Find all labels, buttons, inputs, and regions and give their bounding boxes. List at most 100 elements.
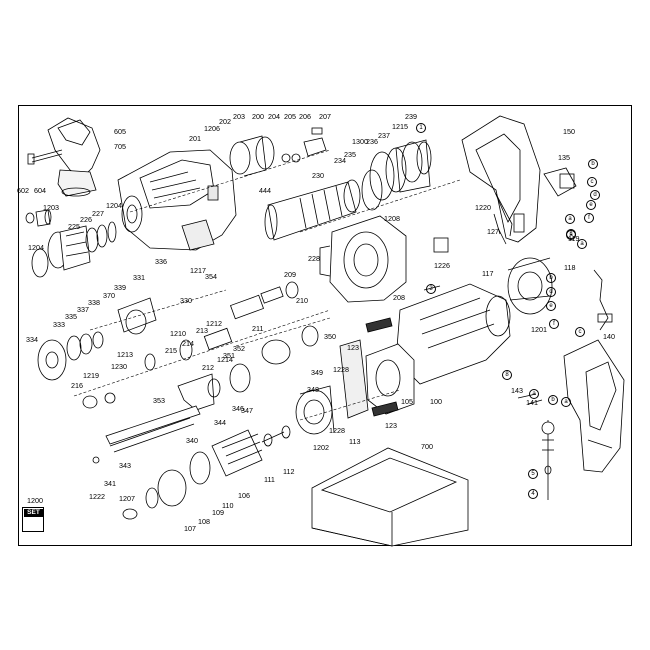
callout-label: 100 xyxy=(430,397,442,406)
callout-label: 351 xyxy=(223,351,235,360)
armature-part xyxy=(122,425,291,520)
callout-label: 205 xyxy=(284,112,296,121)
callout-label: 350 xyxy=(324,332,336,341)
brush-holder-part xyxy=(507,257,613,331)
callout-label: a xyxy=(529,389,539,399)
callout-label: 346 xyxy=(232,404,244,413)
callout-label: 206 xyxy=(299,112,311,121)
callout-label: 338 xyxy=(88,298,100,307)
callout-label: 236 xyxy=(366,137,378,146)
callout-label: c xyxy=(575,327,585,337)
callout-label: 336 xyxy=(155,257,167,266)
callout-label: 1215 xyxy=(392,122,408,131)
callout-label: d xyxy=(546,287,556,297)
callout-label: 235 xyxy=(344,150,356,159)
callout-label: 8 xyxy=(502,370,512,380)
callout-label: 347 xyxy=(241,406,253,415)
callout-label: 107 xyxy=(184,524,196,533)
callout-label: 227 xyxy=(92,209,104,218)
callout-label: 4 xyxy=(528,489,538,499)
callout-label: 344 xyxy=(214,418,226,427)
callout-label: 209 xyxy=(284,270,296,279)
callout-label: 349 xyxy=(311,368,323,377)
callout-label: 1201 xyxy=(531,325,547,334)
callout-label: 353 xyxy=(153,396,165,405)
callout-label: 340 xyxy=(186,436,198,445)
callout-label: 200 xyxy=(252,112,264,121)
callout-label: 330 xyxy=(180,296,192,305)
callout-label: 1220 xyxy=(475,203,491,212)
callout-label: 3 xyxy=(426,284,436,294)
callout-label: 1206 xyxy=(204,124,220,133)
ring-stack-parts xyxy=(369,139,432,201)
callout-label: 343 xyxy=(119,461,131,470)
callout-label: 111 xyxy=(264,475,275,484)
intermediate-flange-part xyxy=(319,215,407,303)
callout-label: 204 xyxy=(268,112,280,121)
callout-label: 143 xyxy=(511,386,523,395)
callout-label: 214 xyxy=(182,339,194,348)
callout-label: 1204 xyxy=(28,243,44,252)
callout-label: 1300 xyxy=(352,137,368,146)
callout-label: 210 xyxy=(296,296,308,305)
callout-label: b xyxy=(588,159,598,169)
callout-label: 605 xyxy=(114,127,126,136)
callout-label: 444 xyxy=(259,186,271,195)
callout-label: 602 xyxy=(17,186,29,195)
grip-housing-part xyxy=(563,339,625,473)
callout-label: 212 xyxy=(202,363,214,372)
callout-label: 1213 xyxy=(117,350,133,359)
callout-label: 1208 xyxy=(384,214,400,223)
callout-label: 150 xyxy=(563,127,575,136)
callout-label: 226 xyxy=(80,215,92,224)
callout-label: 106 xyxy=(238,491,250,500)
diagram-frame xyxy=(18,105,632,546)
callout-label: 370 xyxy=(103,291,115,300)
callout-label: f xyxy=(549,319,559,329)
callout-label: 135 xyxy=(558,153,570,162)
callout-label: 123 xyxy=(385,421,397,430)
callout-label: 604 xyxy=(34,186,46,195)
callout-label: 1219 xyxy=(83,371,99,380)
callout-label: 1 xyxy=(416,123,426,133)
callout-label: 5 xyxy=(528,469,538,479)
callout-label: b xyxy=(548,395,558,405)
callout-label: 334 xyxy=(26,335,38,344)
callout-label: 1222 xyxy=(89,492,105,501)
callout-label: 705 xyxy=(114,142,126,151)
set-badge: SET xyxy=(22,507,44,532)
callout-label: 108 xyxy=(198,517,210,526)
callout-label: e xyxy=(546,301,556,311)
callout-label: 331 xyxy=(133,273,145,282)
callout-label: 348 xyxy=(307,385,319,394)
callout-label: a xyxy=(565,214,575,224)
callout-label: 208 xyxy=(393,293,405,302)
mechanism-parts xyxy=(37,281,319,464)
callout-label: 352 xyxy=(233,344,245,353)
callout-label: 1217 xyxy=(190,266,206,275)
callout-label: 117 xyxy=(482,269,494,278)
callout-label: e xyxy=(586,200,596,210)
callout-label: 203 xyxy=(233,112,245,121)
callout-label: 113 xyxy=(349,437,361,446)
set-badge-label: SET xyxy=(24,509,43,517)
callout-label: 1230 xyxy=(111,362,127,371)
gear-housing-part xyxy=(117,149,237,251)
callout-label: 202 xyxy=(219,117,231,126)
callout-label: 207 xyxy=(319,112,331,121)
callout-label: c xyxy=(566,229,576,239)
callout-label: 1202 xyxy=(313,443,329,452)
callout-label: 201 xyxy=(189,134,201,143)
callout-label: 339 xyxy=(114,283,126,292)
callout-label: 1200 xyxy=(27,496,43,505)
callout-label: 123 xyxy=(347,343,359,352)
motor-housing-part xyxy=(395,283,511,385)
callout-label: 216 xyxy=(71,381,83,390)
callout-label: 337 xyxy=(77,305,89,314)
callout-label: 230 xyxy=(312,171,324,180)
handle-half-part xyxy=(461,115,541,243)
carrying-case-part xyxy=(311,447,469,547)
block-part xyxy=(433,237,449,253)
